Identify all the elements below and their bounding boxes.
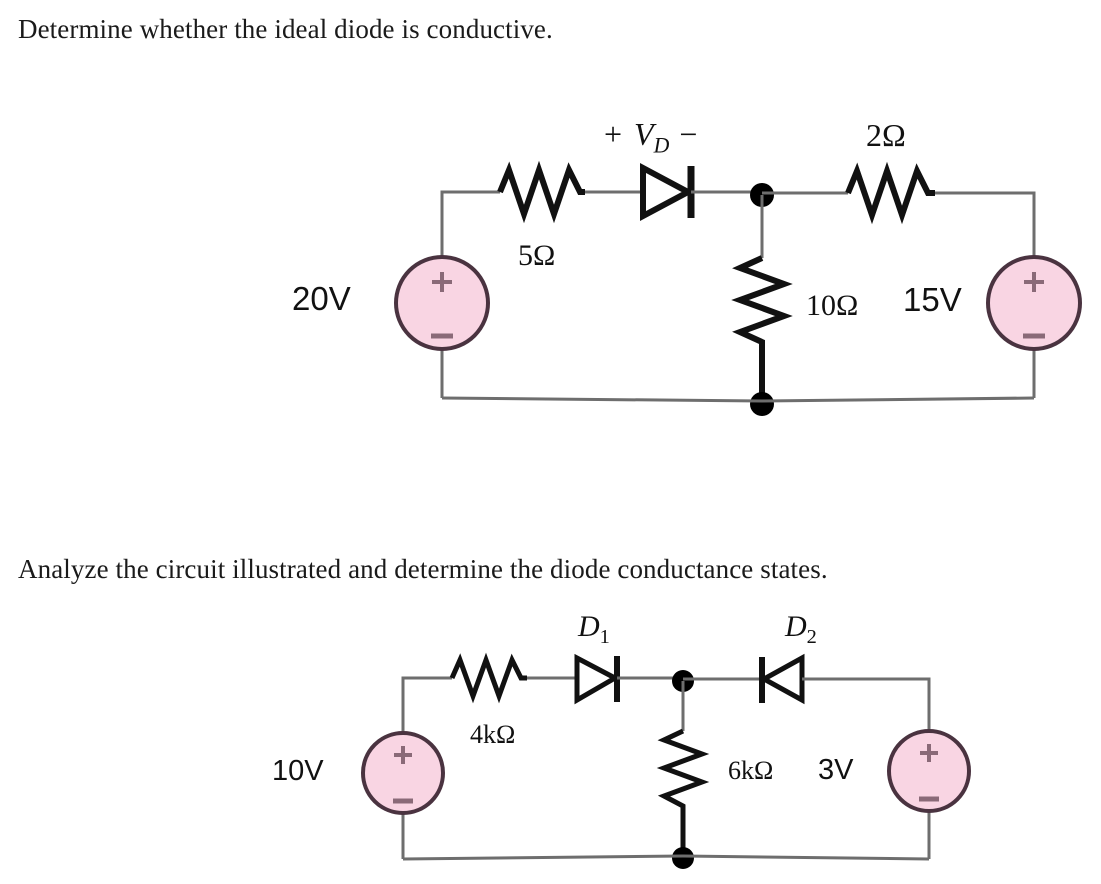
voltage-source-15v — [986, 255, 1082, 351]
diode-voltage-label: + VD− — [604, 118, 697, 157]
label-15v: 15V — [903, 281, 962, 318]
label-10v: 10V — [272, 755, 324, 787]
resistor-4kohm-symbol — [449, 652, 527, 704]
voltage-source-20v — [394, 255, 490, 351]
vd-variable: V — [634, 116, 654, 152]
label-10ohm: 10Ω — [806, 289, 859, 322]
circuit-1 — [394, 160, 1082, 416]
resistor-6kohm-symbol — [656, 728, 710, 858]
vd-minus-sign: − — [679, 116, 698, 152]
diode-d2-triangle — [758, 653, 805, 705]
label-5ohm: 5Ω — [518, 239, 556, 272]
problem-2-prompt: Analyze the circuit illustrated and dete… — [18, 554, 828, 584]
wire2-left-top — [401, 676, 452, 733]
label-d1: D1 — [578, 610, 610, 648]
label-d2: D2 — [785, 610, 817, 648]
label-3v: 3V — [818, 754, 854, 786]
wire2-bottom-left — [402, 854, 684, 861]
resistor-10ohm-symbol — [731, 255, 793, 404]
node2-bottom-dot — [672, 847, 694, 869]
diode-vd-triangle — [640, 163, 695, 221]
vd-plus-sign: + — [604, 116, 623, 152]
wire-left-top — [440, 190, 500, 260]
wire-2ohm-to-source-right — [935, 191, 1036, 258]
label-6kohm: 6kΩ — [728, 756, 774, 785]
label-d1-letter: D — [578, 610, 600, 643]
node-bottom-dot — [750, 392, 774, 416]
label-d2-subscript: 2 — [806, 626, 817, 648]
wire2-bottom-right — [682, 854, 930, 861]
wire-bottom-right — [761, 396, 1035, 403]
voltage-source-10v — [361, 731, 445, 815]
label-20v: 20V — [292, 280, 351, 317]
vd-subscript: D — [653, 133, 670, 158]
resistor-5ohm-symbol — [497, 160, 585, 224]
resistor-2ohm-symbol — [845, 161, 935, 225]
label-d1-subscript: 1 — [599, 626, 610, 648]
label-d2-letter: D — [785, 610, 807, 643]
wire-bottom-left — [441, 396, 763, 403]
wire2-d2-to-source-right — [802, 677, 931, 732]
problem-1-prompt: Determine whether the ideal diode is con… — [18, 14, 553, 44]
label-2ohm: 2Ω — [866, 117, 906, 153]
voltage-source-3v — [887, 729, 971, 813]
circuit-2 — [361, 652, 971, 869]
label-4kohm: 4kΩ — [470, 720, 516, 749]
diode-d1-triangle — [574, 653, 621, 705]
